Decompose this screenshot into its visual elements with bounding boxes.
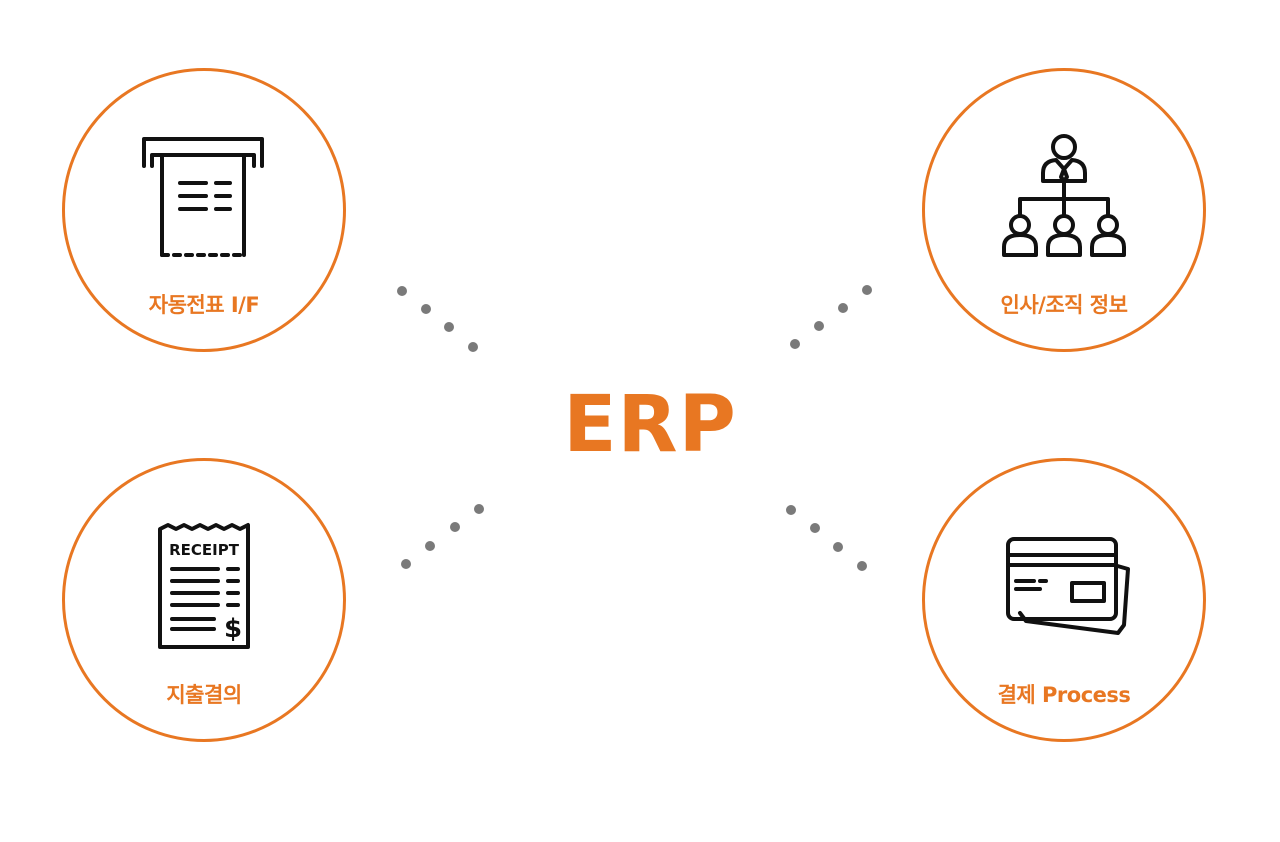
connector-dot — [814, 321, 824, 331]
connector-dot — [790, 339, 800, 349]
connector-dot — [401, 559, 411, 569]
connector-dot — [444, 322, 454, 332]
center-title: ERP — [563, 380, 737, 470]
receipt-printer-icon — [134, 131, 274, 261]
node-payment-process: 결제 Process — [922, 458, 1206, 742]
connector-dot — [421, 304, 431, 314]
node-label: 지출결의 — [166, 683, 242, 707]
receipt-icon-text: RECEIPT — [169, 541, 240, 559]
connector-dot — [474, 504, 484, 514]
connector-dot — [450, 522, 460, 532]
node-expense-resolution: RECEIPT $ 지출결의 — [62, 458, 346, 742]
connector-dot — [838, 303, 848, 313]
connector-dot — [425, 541, 435, 551]
connector-dot — [862, 285, 872, 295]
node-auto-voucher: 자동전표 I/F — [62, 68, 346, 352]
connector-dot — [397, 286, 407, 296]
node-label: 결제 Process — [997, 683, 1131, 707]
receipt-icon: RECEIPT $ — [134, 521, 274, 651]
connector-dot — [810, 523, 820, 533]
node-label: 자동전표 I/F — [148, 293, 260, 317]
connector-dot — [857, 561, 867, 571]
org-chart-icon — [994, 131, 1134, 261]
credit-card-icon — [994, 521, 1134, 651]
connector-dot — [468, 342, 478, 352]
connector-dot — [786, 505, 796, 515]
connector-dot — [833, 542, 843, 552]
node-hr-org-info: 인사/조직 정보 — [922, 68, 1206, 352]
node-label: 인사/조직 정보 — [1000, 293, 1128, 317]
dollar-sign: $ — [224, 614, 242, 644]
